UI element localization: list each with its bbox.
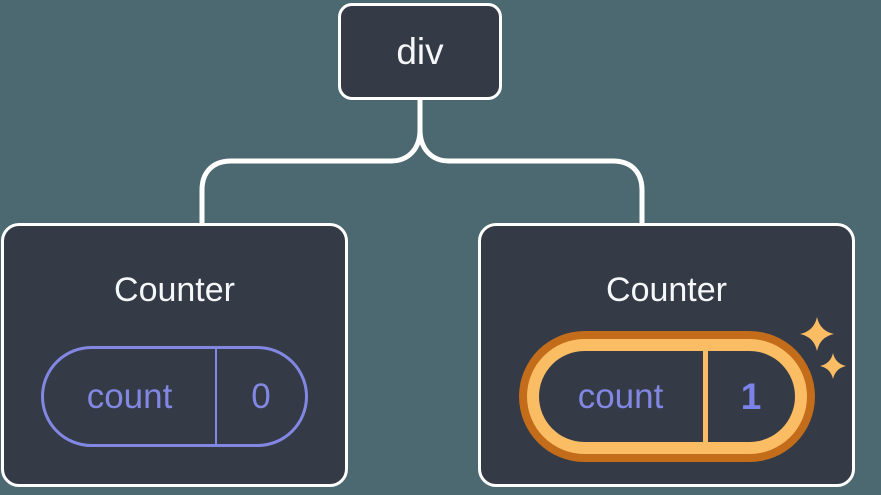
component-title-left: Counter [114,271,235,309]
state-key-label: count [86,376,173,416]
state-value-label: 0 [251,376,271,416]
component-title-right: Counter [606,271,727,309]
state-value-label: 1 [740,375,762,417]
state-highlight-ring-inner: count 1 [526,339,807,454]
state-key-segment: count [44,349,217,444]
sparkle-small [820,353,846,379]
sparkle-large [800,317,834,351]
root-node-div: div [338,3,502,100]
state-key-segment: count [539,351,708,442]
root-node-label: div [396,30,444,72]
state-value-segment: 0 [217,349,305,444]
state-highlight-ring-outer: count 1 [518,331,815,462]
state-value-segment: 1 [708,351,795,442]
sparkles-icon [800,317,846,379]
state-pill-left: count 0 [41,346,308,447]
counter-node-left: Counter count 0 [1,223,348,487]
state-key-label: count [577,376,664,416]
state-pill-right: count 1 [538,351,795,442]
counter-node-right: Counter count 1 [478,223,855,487]
connector-right [417,97,645,226]
connector-left [199,97,423,226]
